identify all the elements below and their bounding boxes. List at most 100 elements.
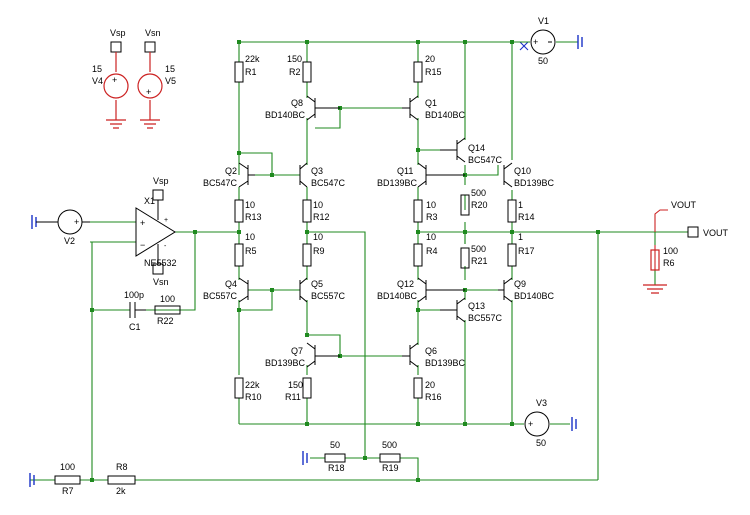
q13-label: Q13 [468,301,485,311]
q5-label: Q5 [311,279,323,289]
v3-label: V3 [536,398,547,408]
svg-text:+: + [112,75,117,85]
vout-net-tag [654,209,668,232]
net-label-vsn: Vsn [145,28,161,38]
source-v2: + V2 [31,209,90,246]
svg-text:+: + [140,218,145,228]
r9-label: R9 [313,246,325,256]
v4-value: 15 [92,64,102,74]
source-v3: + V3 50 [524,398,577,448]
resistor-r18: 50 R18 [302,440,346,473]
resistor-r11: 150 R11 [285,377,312,402]
x1-vsp-label: Vsp [153,176,169,186]
r3-label: R3 [426,212,438,222]
transistor-q2: Q2 BC547C [203,162,255,188]
r1-value: 22k [245,54,260,64]
transistor-q10: Q10 BD139BC [503,162,555,188]
resistor-r14: 1 R14 [507,199,535,223]
x1-label: X1 [144,196,155,206]
r18-value: 50 [330,440,340,450]
r6-label: R6 [663,258,675,268]
q14-label: Q14 [468,143,485,153]
r20-value: 500 [471,188,486,198]
transistor-q14: Q14 BC547C [440,137,503,165]
source-v1: + V1 50 [530,16,583,66]
r11-label: R11 [285,392,301,402]
r2-label: R2 [289,67,301,77]
resistor-r15: 20 R15 [413,54,442,83]
q7-model: BD139BC [265,358,306,368]
resistor-r17: 1 R17 [507,232,535,267]
v5-value: 15 [165,64,175,74]
transistor-q8: Q8 BD140BC [265,95,340,121]
r13-value: 10 [245,200,255,210]
transistor-q5: Q5 BC557C [299,277,346,303]
resistor-r3: 10 R3 [413,199,438,223]
q1-model: BD140BC [425,110,466,120]
r18-label: R18 [328,463,345,473]
r21-value: 500 [471,244,486,254]
svg-text:+: + [74,217,79,227]
q12-label: Q12 [397,279,414,289]
capacitor-c1: 100p C1 [124,290,146,332]
q3-model: BC547C [311,178,346,188]
r7-value: 100 [60,462,75,472]
r6-value: 100 [663,246,678,256]
c1-value: 100p [124,290,144,300]
q4-model: BC557C [203,291,238,301]
q11-model: BD139BC [377,178,418,188]
r4-value: 10 [426,232,436,242]
r22-value: 100 [160,294,175,304]
svg-text:-: - [164,243,167,250]
transistor-q7: Q7 BD139BC [265,342,340,368]
v2-label: V2 [64,236,75,246]
q7-label: Q7 [291,346,303,356]
x1-vsn-label: Vsn [153,277,169,287]
resistor-r21: 500 R21 [460,244,488,269]
resistor-r16: 20 R16 [413,377,442,402]
resistor-r5: 10 R5 [234,232,257,267]
q14-model: BC547C [468,155,503,165]
resistor-r2: 150 R2 [287,54,312,83]
v5-label: V5 [165,76,176,86]
r9-value: 10 [313,232,323,242]
v3-value: 50 [536,438,546,448]
q8-label: Q8 [291,98,303,108]
x1-model: NE5532 [144,258,177,268]
resistor-r20: 500 R20 [460,188,488,216]
v4-label: V4 [92,76,103,86]
r4-label: R4 [426,246,438,256]
q2-label: Q2 [225,166,237,176]
r13-label: R13 [245,212,262,222]
svg-text:+: + [528,419,533,429]
transistor-q4: Q4 BC557C [203,277,249,303]
r12-value: 10 [313,200,323,210]
q6-model: BD139BC [425,358,466,368]
r14-value: 1 [518,200,523,210]
resistor-r9: 10 R9 [302,232,325,267]
q2-model: BC547C [203,178,238,188]
resistor-r8: R8 2k [107,462,136,496]
resistor-r13: 10 R13 [234,199,262,223]
r8-value: 2k [116,486,126,496]
q13-model: BC557C [468,313,503,323]
transistor-q3: Q3 BC547C [299,162,346,188]
r5-value: 10 [245,232,255,242]
r16-value: 20 [425,380,435,390]
resistor-r19: 500 R19 [379,440,401,473]
transistor-q9: Q9 BD140BC [498,277,555,303]
v1-label: V1 [538,16,549,26]
resistor-r1: 22k R1 [234,54,260,83]
transistor-q12: Q12 BD140BC [377,277,465,303]
v1-value: 50 [538,56,548,66]
r14-label: R14 [518,212,535,222]
svg-text:+: + [146,87,151,97]
r15-label: R15 [425,67,442,77]
transistor-q1: Q1 BD140BC [402,95,466,121]
r2-value: 150 [287,54,302,64]
r15-value: 20 [425,54,435,64]
source-v4: + Vsp 15 V4 [92,28,129,129]
r16-label: R16 [425,392,442,402]
r19-value: 500 [382,440,397,450]
